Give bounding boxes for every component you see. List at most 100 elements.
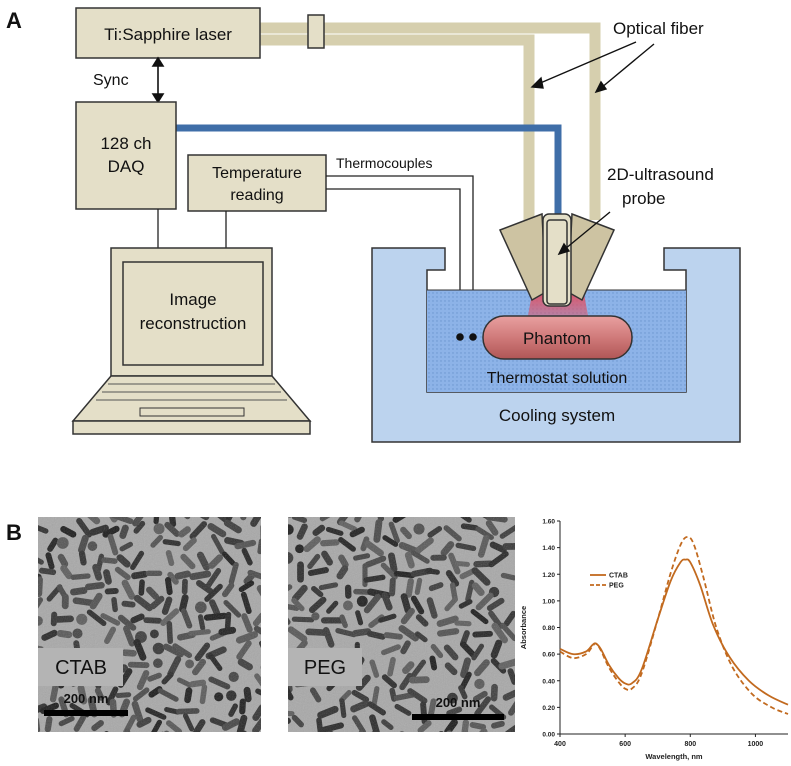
nanorod	[103, 731, 114, 732]
phantom-label: Phantom	[523, 329, 591, 348]
solution-label: Thermostat solution	[487, 370, 628, 387]
thermocouple-wires	[326, 175, 474, 336]
nanorod	[206, 735, 220, 752]
temperature-box: Temperature reading	[187, 154, 327, 212]
nanorod	[31, 536, 38, 551]
temperature-line1: Temperature	[212, 165, 302, 182]
legend-label-ctab: CTAB	[609, 573, 628, 580]
nanoparticle	[444, 508, 453, 517]
fiber-coupler	[307, 14, 325, 49]
y-axis-label: Absorbance	[519, 606, 528, 649]
probe-label-line2: probe	[622, 189, 665, 208]
x-axis-label: Wavelength, nm	[645, 752, 703, 761]
y-tick-label: 1.20	[542, 572, 555, 579]
laptop-touchpad	[139, 407, 245, 417]
nanorod	[280, 638, 287, 662]
nanorod	[358, 729, 368, 732]
optical-fiber-bundle	[260, 22, 601, 220]
thermocouple-tip-solution	[456, 333, 464, 341]
daq-line1: 128 ch	[100, 134, 151, 153]
y-tick-label: 0.60	[542, 652, 555, 659]
optical-fiber-inner	[260, 34, 535, 220]
probe-cable	[175, 124, 562, 218]
daq-box: 128 ch DAQ	[75, 101, 177, 210]
sync-arrow	[151, 56, 165, 104]
nanorod	[323, 730, 335, 732]
y-tick-label: 1.60	[542, 519, 555, 526]
y-tick-label: 0.40	[542, 678, 555, 685]
nanorod	[88, 735, 100, 751]
nanorod	[370, 730, 379, 732]
tem-peg-scale: 200 nm	[436, 695, 481, 710]
nanorod	[147, 731, 166, 732]
cooling-bath	[371, 247, 741, 443]
nanorod	[433, 730, 445, 732]
optical-fiber-outer	[260, 22, 601, 220]
panel-a: A Ti:Sapphire laser Sync 128 ch DAQ	[6, 7, 741, 443]
y-tick-label: 0.80	[542, 625, 555, 632]
nanorod	[69, 738, 91, 747]
y-tick-label: 0.00	[542, 732, 555, 739]
laser-label: Ti:Sapphire laser	[104, 25, 232, 44]
nanorod	[39, 739, 61, 748]
nanorod	[182, 731, 197, 732]
nanorod	[383, 507, 405, 517]
screen-line2: reconstruction	[140, 314, 247, 333]
nanoparticle	[277, 735, 287, 745]
nanorod	[240, 730, 248, 732]
nanorod	[221, 739, 238, 746]
nanorod	[386, 734, 403, 747]
nanorod	[305, 509, 328, 515]
nanorod	[316, 736, 322, 752]
scale-bar-peg	[412, 714, 504, 720]
nanorod	[277, 628, 288, 650]
ultrasound-probe	[498, 212, 616, 307]
nanorod	[484, 734, 505, 753]
series-line-ctab	[559, 558, 789, 706]
nanorod	[291, 733, 308, 741]
nanorod	[288, 517, 293, 518]
optical-fiber-label: Optical fiber	[613, 19, 704, 38]
sync-label: Sync	[93, 72, 129, 89]
nanoparticle	[260, 665, 261, 670]
daq-line2: DAQ	[108, 157, 145, 176]
nanorod	[457, 731, 470, 732]
temperature-line2: reading	[230, 187, 283, 204]
cooling-label: Cooling system	[499, 406, 615, 425]
tem-ctab-label: CTAB	[55, 657, 107, 679]
panel-b: B CTAB 200 nm PEG 200 nm 0.00 0.20 0.40 0.6…	[6, 505, 789, 761]
y-tick-label: 0.20	[542, 705, 555, 712]
nanorod	[127, 732, 148, 750]
nanorod	[415, 735, 424, 751]
x-tick-label: 800	[684, 741, 696, 748]
nanorod	[339, 734, 360, 745]
nanorod	[190, 737, 209, 746]
x-tick-label: 400	[554, 741, 566, 748]
legend-label-peg: PEG	[609, 583, 624, 590]
laser-box: Ti:Sapphire laser	[75, 7, 261, 59]
nanorod	[26, 625, 39, 641]
fiber-holder-left	[498, 212, 547, 302]
y-tick-label: 1.00	[542, 598, 555, 605]
thermocouple-tip-phantom	[469, 333, 477, 341]
tem-peg-label: PEG	[304, 657, 346, 679]
panel-a-letter: A	[6, 8, 22, 33]
thermocouples-label: Thermocouples	[336, 155, 433, 171]
nanorod	[56, 509, 73, 516]
series-line-peg	[559, 536, 789, 715]
screen-line1: Image	[169, 290, 216, 309]
panel-b-letter: B	[6, 520, 22, 545]
phantom: Phantom	[482, 315, 633, 360]
nanorod	[507, 731, 515, 732]
laptop-screen	[122, 261, 264, 366]
nanorod	[252, 731, 263, 751]
y-tick-label: 1.40	[542, 545, 555, 552]
laptop: Image reconstruction	[71, 247, 312, 435]
nanorod	[29, 731, 48, 752]
fiber-pointer-arrows	[530, 41, 655, 94]
tem-image-peg: PEG 200 nm	[277, 507, 515, 753]
tem-ctab-scale: 200 nm	[64, 691, 109, 706]
probe-label-line1: 2D-ultrasound	[607, 165, 714, 184]
nanorod	[48, 505, 62, 518]
